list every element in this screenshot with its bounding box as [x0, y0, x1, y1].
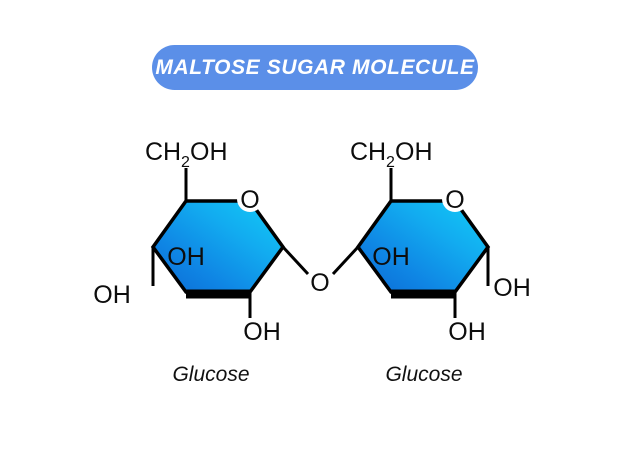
glycosidic-linkage: O — [310, 269, 329, 297]
left-ch2oh-label: CH 2 OH — [145, 138, 228, 171]
glycosidic-oxygen-label: O — [310, 269, 329, 297]
right-c3-hydroxyl-label: OH — [372, 243, 410, 271]
left-glucose-unit: O CH 2 OH OH OH OH Glucose — [93, 138, 310, 386]
left-ring-o-mask — [237, 186, 263, 212]
left-c2-hydroxyl-label: OH — [243, 318, 281, 346]
left-ring-oxygen-label: O — [240, 186, 259, 214]
right-glucose-name-label: Glucose — [385, 363, 462, 386]
right-c2-hydroxyl-label: OH — [448, 318, 486, 346]
right-glucose-unit: O CH 2 OH OH OH OH Glucose — [331, 138, 531, 386]
right-glycosidic-bond — [331, 245, 360, 276]
right-ch2oh-main: CH — [350, 138, 386, 166]
page-title: MALTOSE SUGAR MOLECULE — [155, 56, 475, 79]
left-ch2oh-tail: OH — [190, 138, 228, 166]
right-ch2oh-subscript: 2 — [386, 154, 395, 171]
right-ring-o-mask — [442, 186, 468, 212]
right-ch2oh-label: CH 2 OH — [350, 138, 433, 171]
title-pill: MALTOSE SUGAR MOLECULE — [152, 45, 478, 90]
right-c1-hydroxyl-label: OH — [493, 274, 531, 302]
left-glycosidic-bond — [281, 245, 310, 276]
left-c4-hydroxyl-label: OH — [93, 281, 131, 309]
left-ch2oh-subscript: 2 — [181, 154, 190, 171]
left-glucose-name-label: Glucose — [172, 363, 249, 386]
left-c3-hydroxyl-label: OH — [167, 243, 205, 271]
left-ch2oh-main: CH — [145, 138, 181, 166]
right-ring-oxygen-label: O — [445, 186, 464, 214]
right-ch2oh-tail: OH — [395, 138, 433, 166]
